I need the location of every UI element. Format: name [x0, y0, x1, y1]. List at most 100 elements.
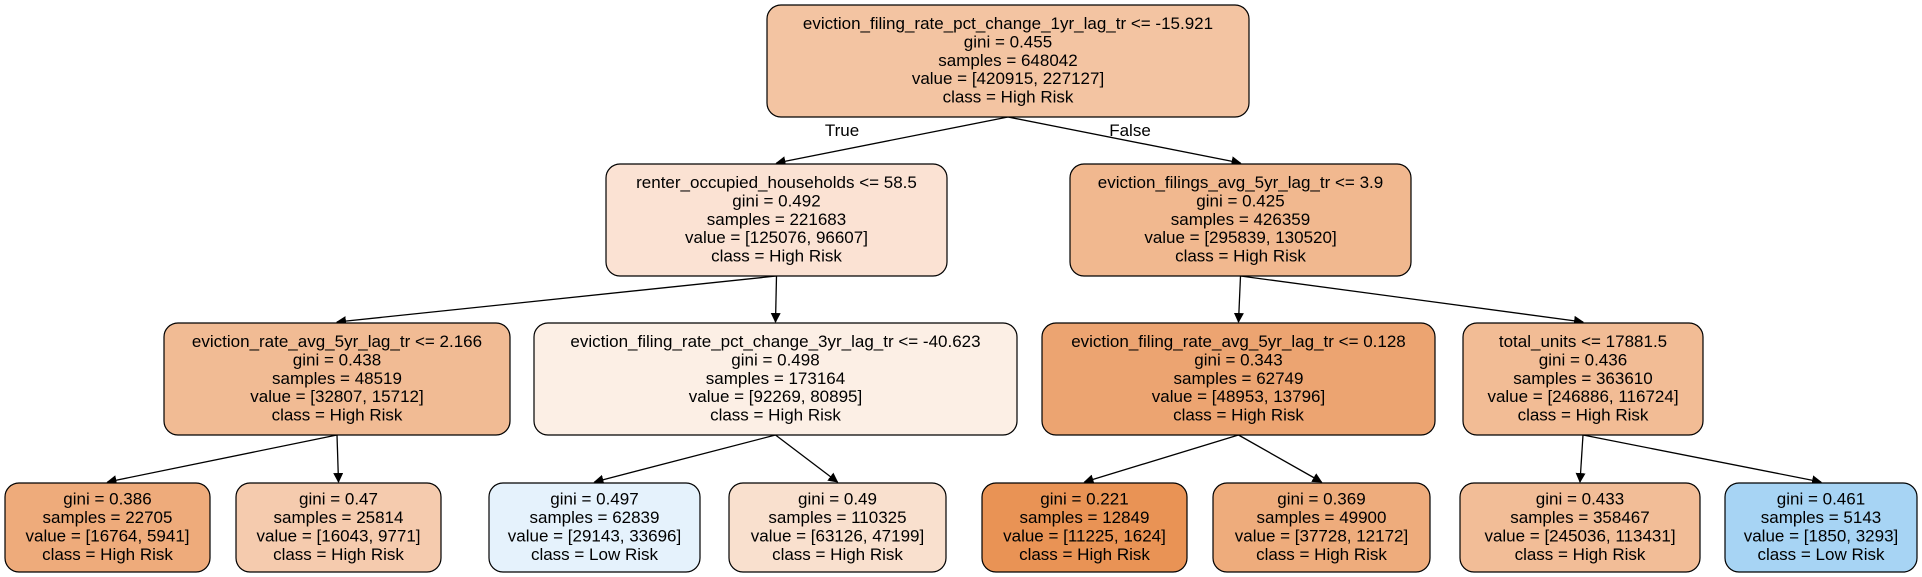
- node-gini-text: gini = 0.455: [964, 32, 1052, 51]
- node-class-text: class = High Risk: [1515, 545, 1646, 564]
- tree-node-root: eviction_filing_rate_pct_change_1yr_lag_…: [766, 4, 1250, 118]
- node-value-text: value = [295839, 130520]: [1144, 228, 1336, 247]
- node-value-text: value = [37728, 12172]: [1235, 527, 1408, 546]
- node-gini-text: gini = 0.47: [299, 490, 378, 509]
- node-value-text: value = [48953, 13796]: [1152, 387, 1325, 406]
- node-value-text: value = [32807, 15712]: [250, 387, 423, 406]
- node-class-text: class = High Risk: [943, 88, 1074, 107]
- edge-n2-n5: [1233, 275, 1244, 323]
- node-split-rule-text: eviction_rate_avg_5yr_lag_tr <= 2.166: [192, 332, 482, 351]
- node-box: [533, 322, 1018, 436]
- node-value-text: value = [420915, 227127]: [912, 69, 1104, 88]
- node-split-rule-text: eviction_filing_rate_pct_change_1yr_lag_…: [803, 14, 1213, 33]
- node-gini-text: gini = 0.343: [1194, 350, 1282, 369]
- node-gini-text: gini = 0.497: [550, 490, 638, 509]
- node-class-text: class = High Risk: [273, 545, 404, 564]
- edge-n5-l6: [1238, 434, 1323, 483]
- edge-root-n2: [1007, 116, 1242, 167]
- node-samples-text: samples = 48519: [272, 369, 402, 388]
- node-split-rule-text: eviction_filings_avg_5yr_lag_tr <= 3.9: [1098, 173, 1383, 192]
- node-gini-text: gini = 0.433: [1536, 490, 1624, 509]
- edge-n1-n3: [336, 275, 777, 327]
- node-gini-text: gini = 0.369: [1277, 490, 1365, 509]
- tree-node-n2: eviction_filings_avg_5yr_lag_tr <= 3.9gi…: [1069, 163, 1412, 277]
- edge-n3-l2: [333, 434, 344, 483]
- node-samples-text: samples = 358467: [1510, 508, 1649, 527]
- node-gini-text: gini = 0.461: [1777, 490, 1865, 509]
- node-value-text: value = [29143, 33696]: [508, 527, 681, 546]
- node-box: [1462, 322, 1704, 436]
- node-gini-text: gini = 0.492: [732, 191, 820, 210]
- node-samples-text: samples = 49900: [1257, 508, 1387, 527]
- node-class-text: class = High Risk: [1019, 545, 1150, 564]
- node-value-text: value = [125076, 96607]: [685, 228, 868, 247]
- tree-node-n5: eviction_filing_rate_avg_5yr_lag_tr <= 0…: [1041, 322, 1436, 436]
- node-split-rule-text: total_units <= 17881.5: [1499, 332, 1667, 351]
- tree-node-n4: eviction_filing_rate_pct_change_3yr_lag_…: [533, 322, 1018, 436]
- node-value-text: value = [245036, 113431]: [1484, 527, 1675, 546]
- node-class-text: class = Low Risk: [531, 545, 659, 564]
- edge-n4-l4: [775, 434, 839, 483]
- node-class-text: class = High Risk: [42, 545, 173, 564]
- node-class-text: class = High Risk: [272, 406, 403, 425]
- node-box: [488, 482, 701, 573]
- node-class-text: class = High Risk: [772, 545, 903, 564]
- node-value-text: value = [16043, 9771]: [257, 527, 421, 546]
- node-gini-text: gini = 0.386: [63, 490, 151, 509]
- node-value-text: value = [246886, 116724]: [1487, 387, 1678, 406]
- node-gini-text: gini = 0.498: [731, 350, 819, 369]
- edge-n6-l8: [1582, 434, 1822, 486]
- node-class-text: class = High Risk: [1175, 247, 1306, 266]
- node-box: [981, 482, 1188, 573]
- node-split-rule-text: eviction_filing_rate_avg_5yr_lag_tr <= 0…: [1071, 332, 1406, 351]
- node-value-text: value = [1850, 3293]: [1744, 527, 1899, 546]
- edge-n2-n6: [1240, 275, 1584, 326]
- node-box: [163, 322, 511, 436]
- edge-n1-n4: [770, 275, 781, 323]
- node-class-text: class = High Risk: [710, 406, 841, 425]
- node-box: [4, 482, 211, 573]
- node-box: [766, 4, 1250, 118]
- node-samples-text: samples = 648042: [938, 51, 1077, 70]
- node-samples-text: samples = 110325: [768, 508, 906, 527]
- tree-node-n3: eviction_rate_avg_5yr_lag_tr <= 2.166gin…: [163, 322, 511, 436]
- node-split-rule-text: eviction_filing_rate_pct_change_3yr_lag_…: [570, 332, 980, 351]
- node-box: [728, 482, 947, 573]
- edge-label-false: False: [1109, 121, 1151, 140]
- node-samples-text: samples = 62749: [1174, 369, 1304, 388]
- node-box: [605, 163, 948, 277]
- node-split-rule-text: renter_occupied_households <= 58.5: [636, 173, 917, 192]
- node-box: [1041, 322, 1436, 436]
- node-class-text: class = High Risk: [1256, 545, 1387, 564]
- edge-label-true: True: [825, 121, 859, 140]
- node-value-text: value = [92269, 80895]: [689, 387, 862, 406]
- node-samples-text: samples = 426359: [1171, 210, 1310, 229]
- node-class-text: class = High Risk: [1518, 406, 1649, 425]
- node-gini-text: gini = 0.221: [1040, 490, 1128, 509]
- node-box: [235, 482, 442, 573]
- node-class-text: class = Low Risk: [1757, 545, 1885, 564]
- node-box: [1212, 482, 1431, 573]
- node-samples-text: samples = 25814: [274, 508, 404, 527]
- node-samples-text: samples = 12849: [1020, 508, 1150, 527]
- node-value-text: value = [16764, 5941]: [26, 527, 190, 546]
- edge-n5-l5: [1083, 434, 1239, 485]
- node-samples-text: samples = 62839: [530, 508, 660, 527]
- node-samples-text: samples = 221683: [707, 210, 846, 229]
- node-samples-text: samples = 5143: [1761, 508, 1882, 527]
- node-gini-text: gini = 0.436: [1539, 350, 1627, 369]
- node-gini-text: gini = 0.425: [1196, 191, 1284, 210]
- edge-n6-l7: [1575, 434, 1586, 483]
- edge-n3-l1: [106, 434, 338, 486]
- node-class-text: class = High Risk: [711, 247, 842, 266]
- node-samples-text: samples = 363610: [1513, 369, 1652, 388]
- node-value-text: value = [11225, 1624]: [1003, 527, 1166, 546]
